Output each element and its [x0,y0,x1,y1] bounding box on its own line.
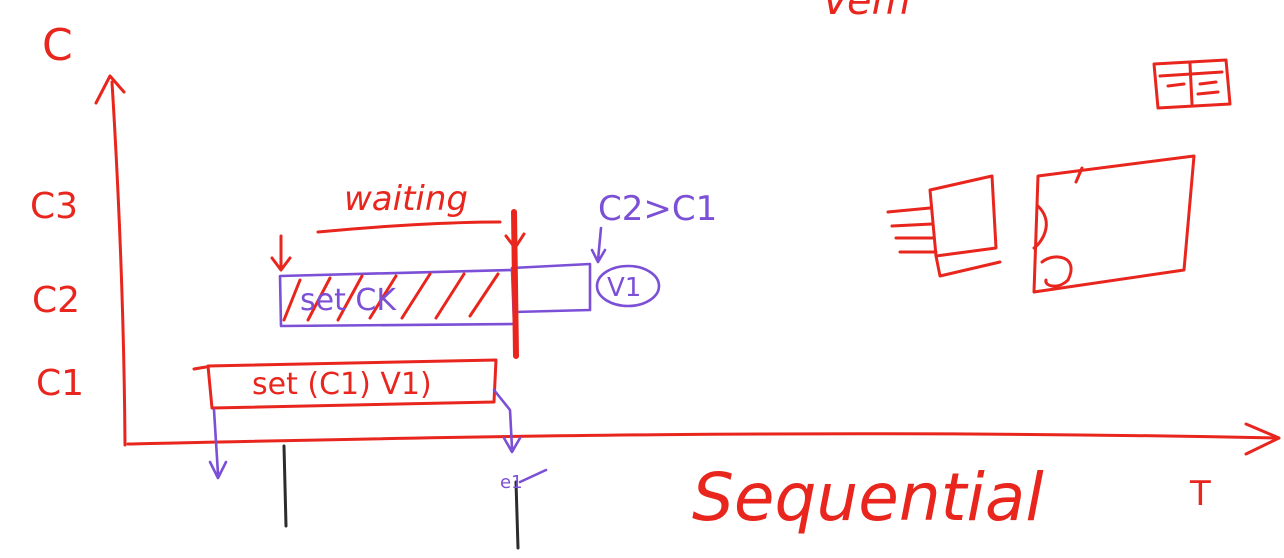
partial-top-word: Vem [822,0,911,24]
version-label: V1 [607,273,641,303]
cut-line [511,209,519,359]
waiting-underline [316,220,502,234]
y-axis [110,80,127,447]
compare-arrow [590,226,607,264]
axis-note-arrow [518,468,548,484]
c2-request-label: set CK [300,283,397,318]
c1-request-label: set (C1) V1) [252,367,432,402]
x-axis-arrowhead [1244,422,1281,456]
c1-end-down-arrow [492,388,522,454]
axis-note: e1 [500,472,523,493]
c1-start-tick [192,365,208,371]
database-sketch-icon [1032,154,1196,294]
waiting-label: waiting [344,179,468,219]
y-tick-c3: C3 [30,186,78,227]
time-marker-2 [514,480,520,550]
server-sketch-icon [886,174,1002,278]
time-marker-1 [282,444,288,528]
y-axis-label: C [42,20,73,71]
y-axis-arrowhead [94,74,126,105]
c2-hatching [282,272,500,322]
c2-continuation-bar [510,262,592,314]
c1-request-bar [206,358,498,410]
compare-label: C2>C1 [598,189,717,229]
c1-start-down-arrow [208,408,228,480]
x-axis-label: T [1189,474,1211,514]
sequential-title: Sequential [692,459,1044,536]
y-tick-c1: C1 [36,363,84,404]
version-circle [595,264,661,308]
small-box-icon [1152,58,1232,110]
y-tick-c2: C2 [32,280,80,321]
c2-start-arrow [270,234,292,272]
cut-line-arrowhead [504,232,526,250]
x-axis [126,432,1278,446]
